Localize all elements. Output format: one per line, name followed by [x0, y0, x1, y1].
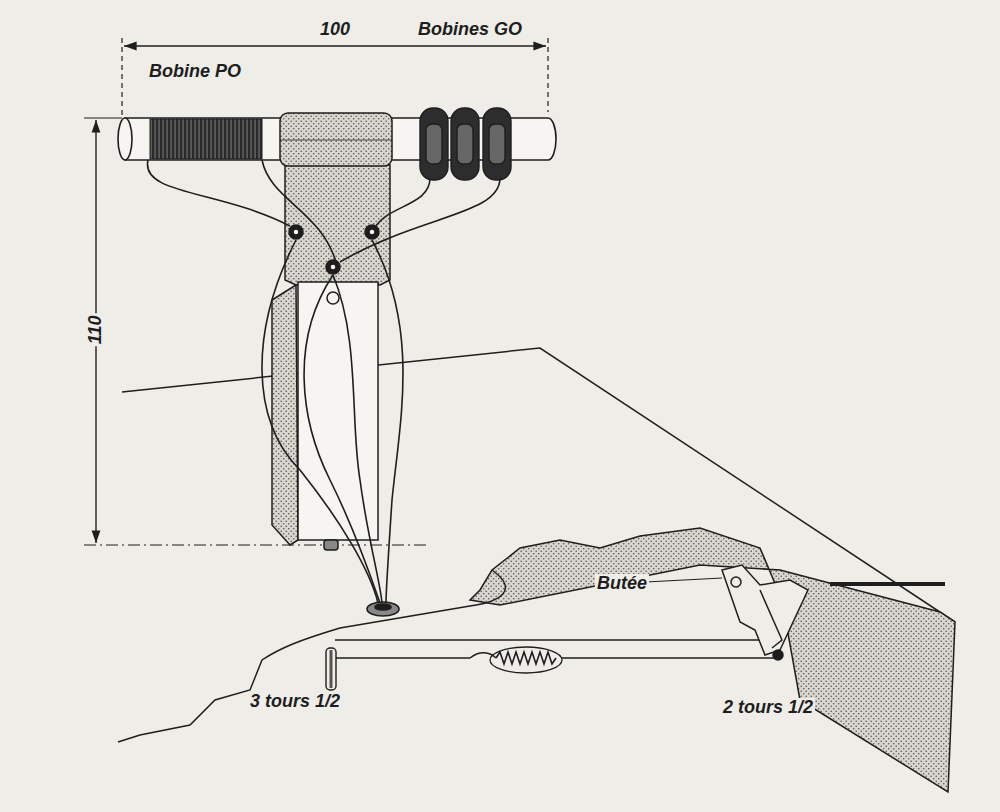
go-coils — [420, 108, 511, 180]
cabinet — [830, 582, 945, 586]
mounting-bracket — [293, 229, 299, 235]
stop-bracket — [731, 577, 741, 587]
cord-and-spring — [330, 650, 333, 688]
part-label: Bobines GO — [416, 20, 524, 40]
cord-and-spring — [496, 652, 556, 664]
dimension-value: 100 — [318, 20, 352, 40]
coil-wires — [372, 240, 403, 603]
mounting-bracket — [285, 165, 390, 285]
dimension-lines — [84, 544, 430, 545]
mounting-bracket — [326, 260, 340, 274]
mounting-bracket — [280, 140, 392, 141]
cord-and-spring — [335, 639, 780, 641]
cord-and-spring — [490, 647, 562, 673]
part-label: Bobine PO — [147, 62, 243, 82]
coil-wires — [304, 275, 380, 603]
dimension-lines — [547, 38, 548, 112]
go-coils — [426, 124, 442, 164]
dimension-lines — [121, 38, 122, 118]
coil-wires — [262, 160, 336, 262]
coil-wires — [376, 178, 430, 226]
coil-wires — [367, 602, 399, 616]
turns-note: 3 tours 1/2 — [248, 692, 342, 712]
mounting-bracket — [365, 225, 379, 239]
stop-bracket — [722, 565, 808, 655]
coil-wires — [333, 275, 382, 603]
coil-wires — [375, 604, 391, 610]
turns-note: 2 tours 1/2 — [721, 698, 815, 718]
dimension-lines — [84, 38, 548, 545]
go-coils — [457, 124, 473, 164]
cord-and-spring — [335, 657, 470, 659]
mounting-bracket — [327, 292, 339, 304]
mounting-bracket — [272, 285, 298, 545]
mounting-bracket — [280, 113, 392, 166]
cord-and-spring — [326, 648, 336, 690]
dimension-lines — [84, 117, 122, 118]
coil-wires — [340, 178, 500, 262]
cabinet — [118, 570, 505, 742]
part-label: Butée — [595, 574, 649, 594]
ferrite-rod — [118, 118, 132, 160]
stop-bracket — [773, 650, 783, 660]
coil-wires — [147, 160, 500, 616]
cord-and-spring — [326, 640, 780, 690]
cabinet — [470, 528, 955, 792]
ferrite-rod — [150, 119, 262, 159]
cord-and-spring — [562, 657, 780, 659]
go-coils — [451, 108, 479, 180]
go-coils — [489, 124, 505, 164]
go-coils — [420, 108, 448, 180]
dimension-lines — [124, 45, 546, 46]
mounting-bracket — [298, 282, 378, 540]
mounting-bracket — [324, 540, 338, 550]
coil-wires — [147, 160, 290, 226]
stop-bracket — [760, 590, 782, 648]
cabinet — [118, 348, 955, 792]
mounting-bracket — [289, 225, 303, 239]
mounting-bracket — [369, 229, 375, 235]
go-coils — [483, 108, 511, 180]
mounting-bracket — [330, 264, 336, 270]
dimension-value: 110 — [86, 314, 106, 347]
